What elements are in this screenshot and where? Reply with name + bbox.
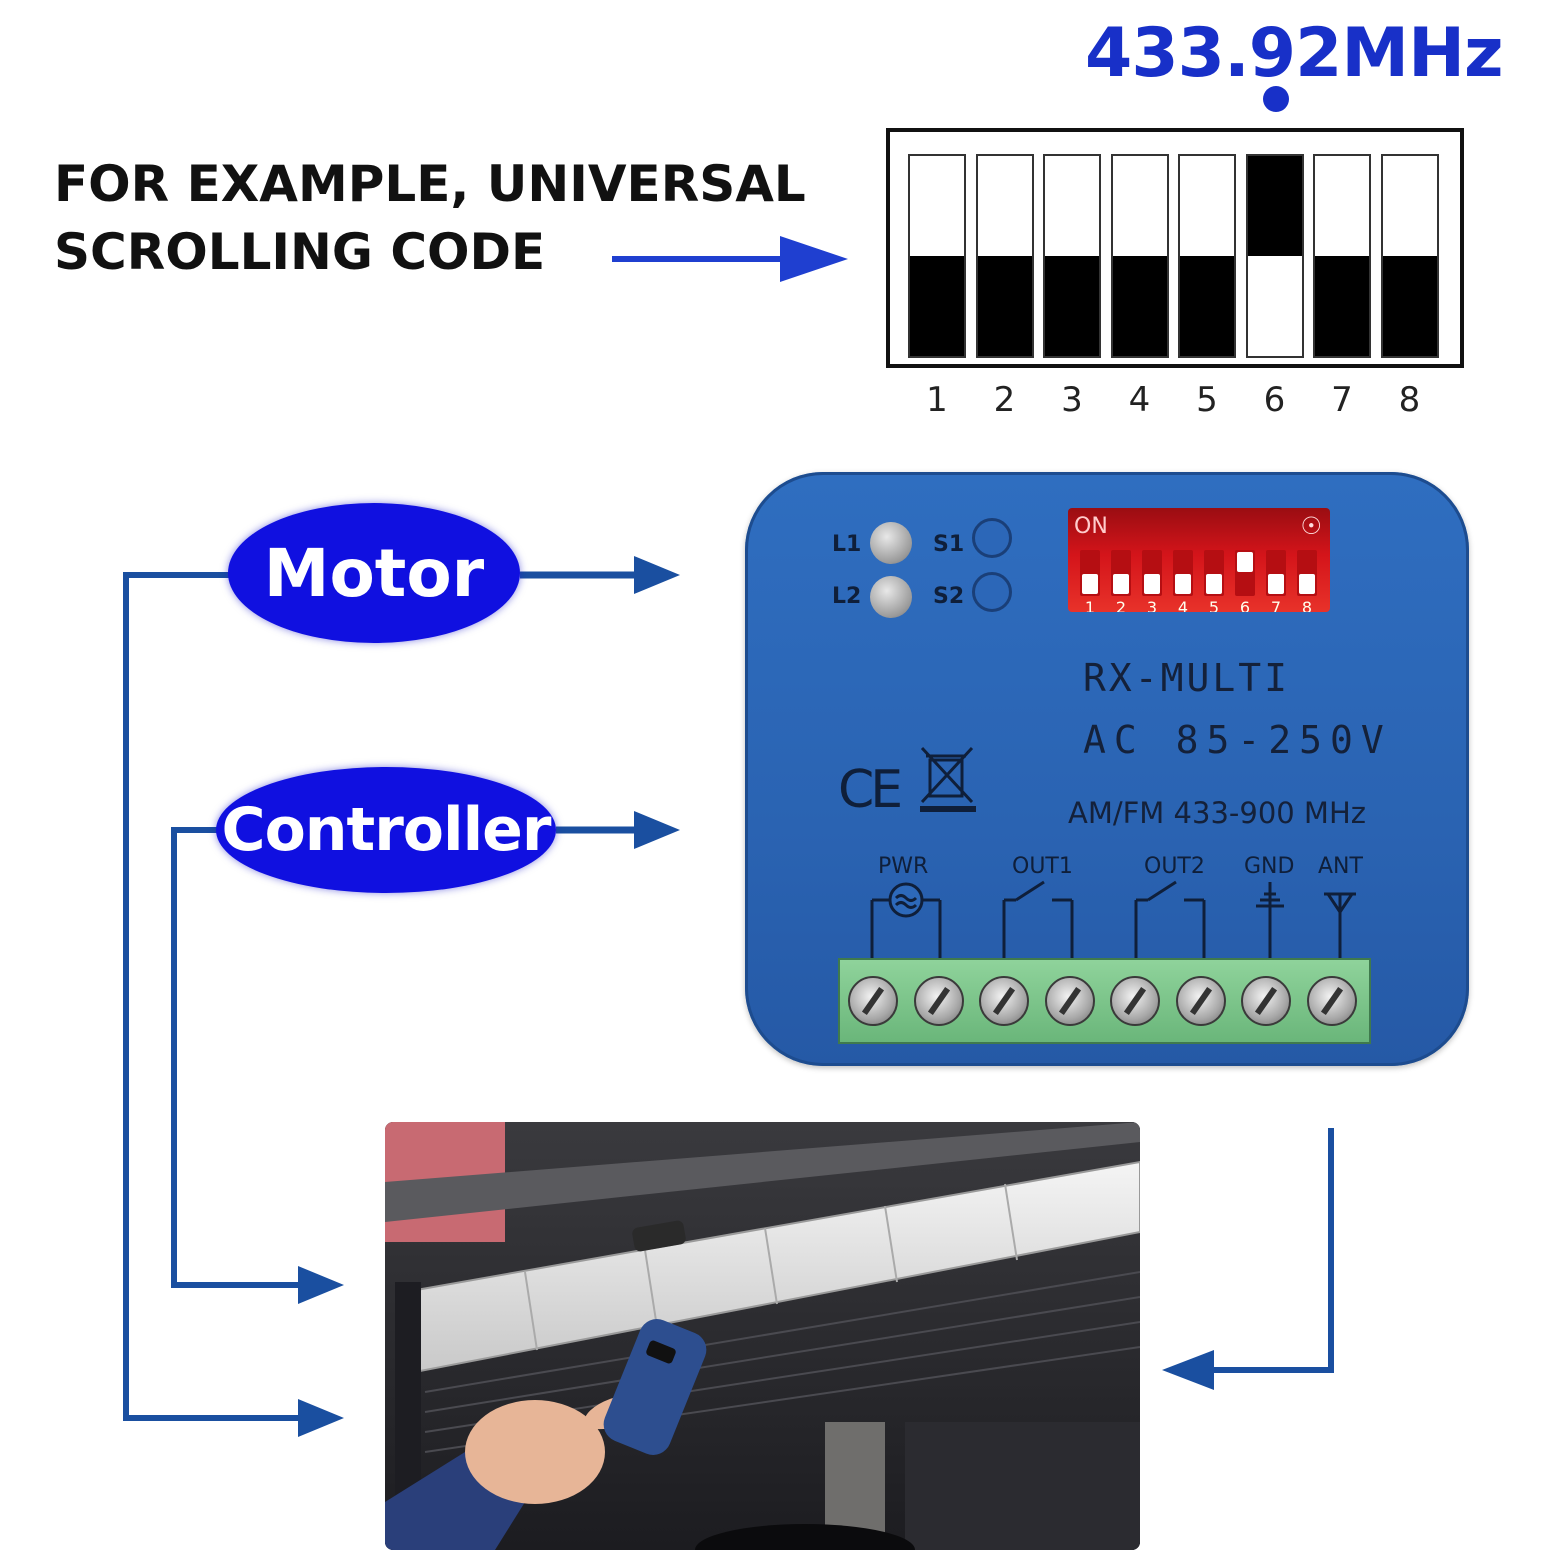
frequency-label: 433.92MHz (1085, 14, 1504, 93)
module-dip-knob (1113, 574, 1129, 594)
caption-line-1: FOR EXAMPLE, UNIVERSAL (54, 155, 806, 213)
led1-label: L1 (832, 532, 862, 557)
terminal-screw (1306, 976, 1357, 1026)
wiring-schematic (870, 880, 1356, 958)
module-dip-slot (1235, 550, 1255, 596)
dip-switch-7 (1313, 154, 1371, 358)
controller-arrow (556, 811, 680, 849)
module-dip-slot (1204, 550, 1224, 596)
weee-bin-icon (920, 746, 976, 812)
s1-label: S1 (933, 532, 965, 557)
module-dip-number: 1 (1084, 598, 1096, 612)
dip-switch-6 (1245, 154, 1304, 358)
dip-switch-knob (1247, 156, 1302, 256)
voltage-rating: AC 85-250V (1083, 718, 1392, 762)
module-dip-slot (1297, 550, 1317, 596)
dip-switch-3 (1043, 154, 1101, 358)
module-dip-slot (1142, 550, 1162, 596)
dip-switch-knob (1315, 256, 1369, 356)
module-dip-knob (1082, 574, 1098, 594)
controller-label: Controller (216, 767, 556, 893)
terminal-screw (1110, 976, 1160, 1026)
terminal-screw (1175, 976, 1226, 1026)
dip-switch-5 (1178, 154, 1236, 358)
dip-switch-number: 3 (1061, 380, 1083, 420)
motor-arrow (520, 556, 680, 594)
dip-switch-number: 1 (926, 380, 948, 420)
module-dip-knob (1175, 574, 1191, 594)
dip-switch-knob (1045, 256, 1099, 356)
module-dip-slot (1266, 550, 1286, 596)
module-dip-number: 4 (1177, 598, 1189, 612)
s2-button (972, 572, 1012, 612)
terminal-screw (979, 976, 1029, 1026)
garage-scene (385, 1122, 1140, 1550)
s1-button (972, 518, 1012, 558)
return-arrow (1162, 1128, 1334, 1390)
motor-label: Motor (228, 503, 520, 643)
dip-switch-2 (975, 154, 1034, 358)
pwr-label: PWR (878, 854, 929, 879)
module-dip-number: 6 (1239, 598, 1251, 612)
example-caption: FOR EXAMPLE, UNIVERSAL SCROLLING CODE (54, 150, 806, 286)
dip-switch-1 (908, 154, 966, 358)
module-dip-number: 2 (1115, 598, 1127, 612)
led2-indicator (870, 576, 912, 618)
terminal-screw (1044, 976, 1095, 1026)
s2-label: S2 (933, 584, 965, 609)
controller-loop-line (171, 827, 344, 1304)
terminal-block (838, 958, 1371, 1044)
motor-loop-line (123, 572, 344, 1437)
dip-switch-knob (1112, 256, 1167, 356)
dip-switch-number: 5 (1196, 380, 1218, 420)
module-dip-number: 8 (1301, 598, 1313, 612)
dip-switch-knob (1180, 256, 1234, 356)
terminal-screw (848, 976, 898, 1026)
gnd-label: GND (1244, 854, 1295, 879)
dip-switch-number: 8 (1398, 380, 1421, 420)
dip-switch-knob (977, 256, 1032, 356)
out1-label: OUT1 (1012, 854, 1073, 879)
terminal-screw (913, 976, 964, 1026)
out2-label: OUT2 (1144, 854, 1205, 879)
dip-on-label: ON (1074, 514, 1108, 539)
dip-switch-number: 4 (1128, 380, 1151, 420)
dip-switch-number: 2 (993, 380, 1016, 420)
dip-switch-diagram (886, 128, 1464, 368)
module-dip-slot (1080, 550, 1100, 596)
dip-brand-logo: ☉ (1300, 512, 1322, 540)
module-dip-knob (1268, 574, 1284, 594)
module-dip-switch: ON ☉ 1 2 3 4 5 6 7 8 (1068, 508, 1330, 612)
module-dip-slot (1111, 550, 1131, 596)
dip-switch-knob (1382, 256, 1437, 356)
garage-door-photo (385, 1122, 1140, 1550)
module-dip-number: 3 (1146, 598, 1158, 612)
module-dip-knob (1144, 574, 1160, 594)
module-dip-knob (1206, 574, 1222, 594)
terminal-screw (1241, 976, 1291, 1026)
dip-switch-knob (910, 256, 964, 356)
module-dip-number: 7 (1270, 598, 1282, 612)
dip-switch-4 (1110, 154, 1169, 358)
caption-line-2: SCROLLING CODE (54, 223, 546, 281)
module-dip-knob (1299, 574, 1315, 594)
dip-switch-number: 6 (1263, 380, 1286, 420)
selected-switch-marker (1263, 86, 1289, 112)
dip-switch-number: 7 (1331, 380, 1353, 420)
module-dip-number: 5 (1208, 598, 1220, 612)
module-dip-knob (1237, 552, 1253, 572)
led1-indicator (870, 522, 912, 564)
module-dip-slot (1173, 550, 1193, 596)
ce-mark: CE (838, 760, 903, 820)
frequency-band: AM/FM 433-900 MHz (1068, 796, 1366, 830)
ant-label: ANT (1318, 854, 1363, 879)
model-name: RX-MULTI (1083, 656, 1291, 700)
led2-label: L2 (832, 584, 862, 609)
caption-arrow (612, 236, 848, 282)
dip-switch-8 (1380, 154, 1439, 358)
